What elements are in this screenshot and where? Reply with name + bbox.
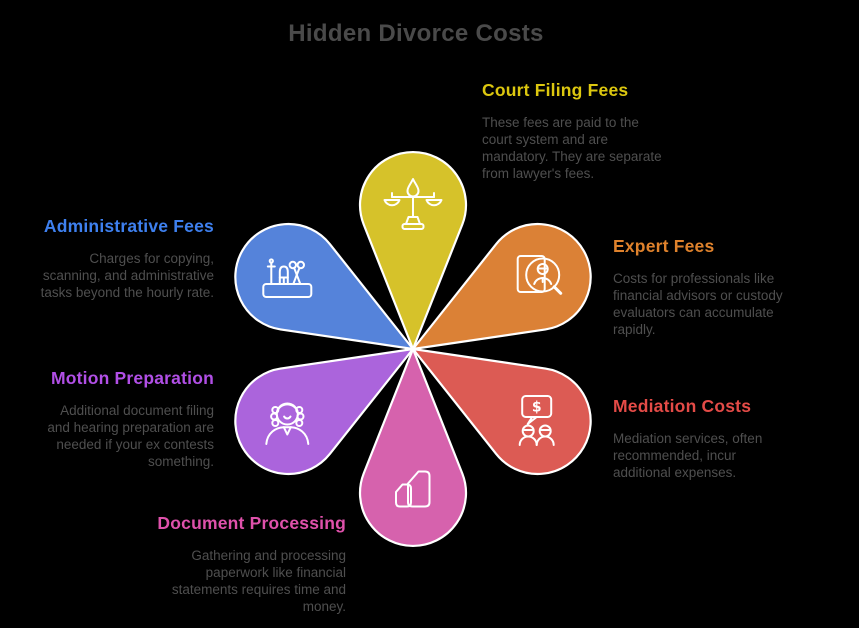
- section-heading: Court Filing Fees: [482, 80, 629, 100]
- stacked-documents-icon: [395, 470, 431, 508]
- petal-administrative-fees: [234, 222, 415, 351]
- judge-person-icon: [265, 402, 310, 445]
- section-body: Additional document filing and hearing p…: [47, 403, 214, 469]
- section-heading: Mediation Costs: [613, 396, 752, 416]
- section-heading: Motion Preparation: [50, 368, 214, 388]
- section-body: Charges for copying, scanning, and admin…: [40, 251, 214, 300]
- petal-mediation-costs: [411, 347, 592, 476]
- section-document-processing: Document Processing Gathering and proces…: [106, 513, 346, 615]
- section-heading: Document Processing: [157, 513, 346, 533]
- petal-document-processing: [358, 347, 468, 547]
- section-expert-fees: Expert Fees Costs for professionals like…: [613, 236, 853, 338]
- section-heading: Expert Fees: [613, 236, 715, 256]
- desk-organizer-icon: [262, 258, 313, 298]
- section-body: These fees are paid to the court system …: [482, 115, 662, 181]
- petal-expert-fees: [411, 222, 592, 351]
- section-body: Costs for professionals like financial a…: [613, 271, 783, 337]
- scales-of-justice-icon: [383, 178, 443, 230]
- person-magnifier-icon: [516, 255, 563, 295]
- section-heading: Administrative Fees: [43, 216, 214, 236]
- section-administrative-fees: Administrative Fees Charges for copying,…: [0, 216, 214, 301]
- petal-court-filing: [358, 151, 468, 351]
- section-body: Mediation services, often recommended, i…: [613, 431, 763, 480]
- section-body: Gathering and processing paperwork like …: [171, 548, 346, 614]
- dollar-chat-people-icon: $: [518, 395, 555, 446]
- section-motion-preparation: Motion Preparation Additional document f…: [0, 368, 214, 470]
- section-court-filing-fees: Court Filing Fees These fees are paid to…: [482, 80, 722, 182]
- page-title: Hidden Divorce Costs: [288, 20, 544, 47]
- section-mediation-costs: Mediation Costs Mediation services, ofte…: [613, 396, 853, 481]
- petal-motion-preparation: [234, 347, 415, 476]
- dollar-sign-glyph: $: [532, 400, 542, 416]
